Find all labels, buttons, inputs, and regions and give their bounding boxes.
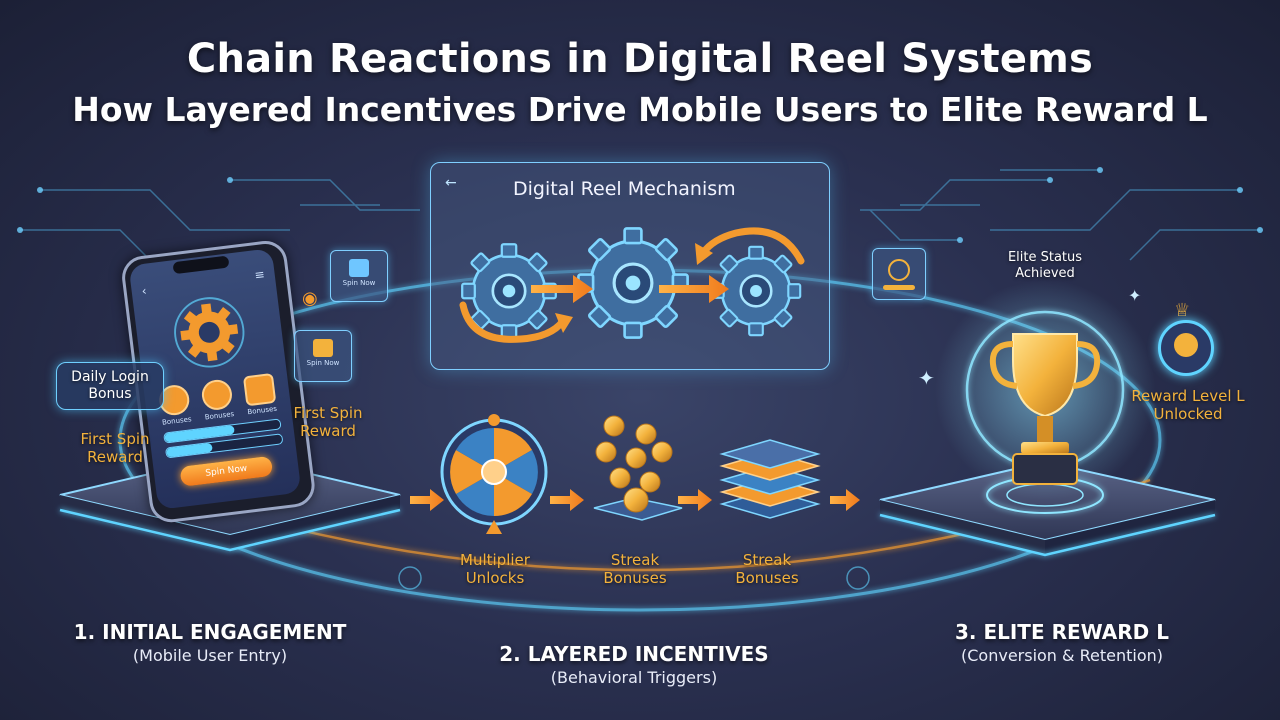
card-stack-icon [719, 439, 821, 519]
flow-arrows [410, 489, 860, 511]
slot-icon [349, 259, 369, 277]
spin-now-label: Spin Now [204, 463, 248, 479]
location-pin-icon: ◉ [302, 288, 318, 309]
curved-arrow-icon [699, 227, 805, 265]
arrow-icon [531, 275, 593, 303]
incentive-label: Streak Bonuses [603, 551, 667, 587]
title-line-2: How Layered Incentives Drive Mobile User… [72, 90, 1208, 129]
floating-icon-card [872, 248, 926, 300]
gear-icon [174, 297, 245, 368]
menu-icon[interactable]: ≡ [253, 267, 266, 283]
incentive-label: Streak Bonuses [735, 551, 799, 587]
first-spin-reward-left: First Spin Reward [80, 430, 150, 466]
gear-chain [459, 226, 805, 343]
arrow-icon [410, 489, 444, 511]
gear-center [576, 226, 690, 340]
badge-icon[interactable] [242, 372, 277, 407]
circuit-traces [20, 169, 1260, 261]
curved-arrow-icon [459, 301, 567, 343]
arrow-icon [659, 275, 729, 303]
title-line-1: Chain Reactions in Digital Reel Systems [186, 36, 1094, 82]
avatar-badge [1158, 320, 1214, 376]
progress-dots-icon [883, 285, 915, 290]
right-platform [879, 460, 1216, 557]
multiplier-wheel-icon [440, 414, 548, 534]
reward-level-label: Reward Level L Unlocked [1131, 387, 1245, 423]
floating-icon-card: Spin Now [330, 250, 388, 302]
smartphone: ‹ ≡ Bonuses Bonuses Bonu [119, 238, 318, 525]
step-1-title: 1. INITIAL ENGAGEMENT [73, 620, 347, 644]
crown-icon: ♕ [1174, 300, 1191, 321]
star-icon[interactable] [200, 378, 234, 412]
user-icon [1174, 333, 1198, 357]
camera-icon [888, 259, 910, 281]
step-2-title: 2. LAYERED INCENTIVES [499, 642, 769, 666]
sparkle-icon: ✦ [1128, 286, 1142, 305]
daily-login-bonus-badge: Daily Login Bonus [56, 362, 164, 410]
arrow-left-icon[interactable]: ← [445, 175, 457, 191]
arrow-icon [550, 489, 584, 511]
arrow-icon [678, 489, 712, 511]
map-icon [313, 339, 333, 357]
step-3-subtitle: (Conversion & Retention) [961, 646, 1163, 665]
panel-title: Digital Reel Mechanism [513, 178, 736, 200]
step-2-subtitle: (Behavioral Triggers) [550, 668, 718, 687]
incentive-label: Multiplier Unlocks [460, 551, 530, 587]
first-spin-reward-right: First Spin Reward [293, 404, 363, 440]
sparkle-icon: ✦ [918, 366, 935, 390]
arrow-icon [830, 489, 860, 511]
floating-icon-card: Spin Now [294, 330, 352, 382]
elite-status-label: Elite Status Achieved [1007, 250, 1083, 281]
coin-stack-icon [593, 415, 683, 521]
step-1-subtitle: (Mobile User Entry) [132, 646, 288, 665]
reel-mechanism-panel: ← Digital Reel Mechanism [430, 162, 830, 370]
trophy-icon [989, 333, 1101, 485]
step-3-title: 3. ELITE REWARD L [954, 620, 1169, 644]
